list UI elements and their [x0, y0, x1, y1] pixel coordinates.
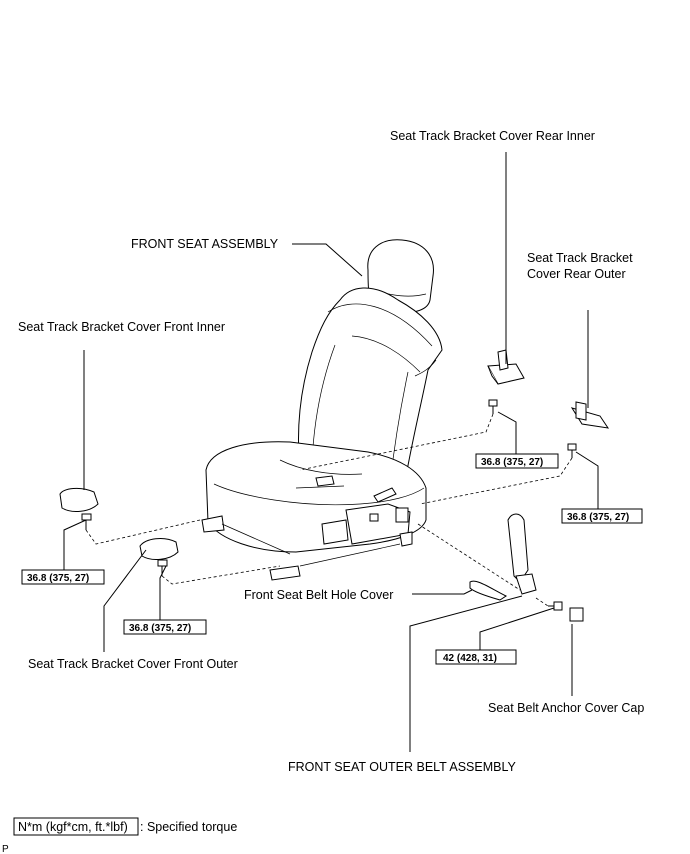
torque-box-rear-outer: 36.8 (375, 27) [561, 508, 643, 524]
svg-text:36.8 (375, 27): 36.8 (375, 27) [481, 457, 543, 468]
front-outer-cover-part [139, 538, 179, 560]
rear-outer-cover-part [570, 401, 610, 429]
belt-hole-cover-part [469, 580, 507, 601]
label-cover-rear-outer-line2: Cover Rear Outer [527, 267, 626, 281]
torque-legend: N*m (kgf*cm, ft.*lbf) : Specified torque [13, 817, 237, 836]
svg-text:42 (428, 31): 42 (428, 31) [443, 653, 497, 664]
label-cover-front-inner: Seat Track Bracket Cover Front Inner [18, 320, 225, 334]
legend-unit-box: N*m (kgf*cm, ft.*lbf) [18, 820, 128, 834]
front-inner-cover-part [59, 487, 99, 512]
label-cover-rear-outer-line1: Seat Track Bracket [527, 251, 633, 265]
bolt-rear-outer [567, 443, 577, 458]
label-outer-belt-assembly: FRONT SEAT OUTER BELT ASSEMBLY [288, 760, 517, 774]
torque-box-anchor: 42 (428, 31) [435, 649, 517, 665]
svg-text:36.8 (375, 27): 36.8 (375, 27) [27, 573, 89, 584]
outer-belt-illustration [469, 513, 537, 601]
front-seat-illustration [201, 239, 443, 581]
torque-box-rear-inner: 36.8 (375, 27) [475, 453, 559, 469]
label-belt-hole-cover: Front Seat Belt Hole Cover [244, 588, 393, 602]
svg-text:36.8 (375, 27): 36.8 (375, 27) [567, 512, 629, 523]
leader-lines [63, 152, 599, 752]
label-anchor-cover-cap: Seat Belt Anchor Cover Cap [488, 701, 644, 715]
rear-inner-cover-part [487, 349, 525, 385]
label-cover-rear-inner: Seat Track Bracket Cover Rear Inner [390, 129, 595, 143]
torque-box-front-outer: 36.8 (375, 27) [123, 619, 207, 635]
assembly-dashed-lines [85, 413, 573, 607]
legend-description: : Specified torque [140, 820, 237, 834]
anchor-cover-cap-part [569, 607, 584, 622]
bolt-anchor [548, 601, 563, 611]
label-cover-front-outer: Seat Track Bracket Cover Front Outer [28, 657, 238, 671]
torque-box-front-inner: 36.8 (375, 27) [21, 569, 105, 585]
bolt-rear-inner [488, 399, 498, 414]
label-front-seat-assembly: FRONT SEAT ASSEMBLY [131, 237, 279, 251]
bolt-front-inner [81, 513, 92, 530]
svg-text:36.8 (375, 27): 36.8 (375, 27) [129, 623, 191, 634]
corner-mark: P [2, 844, 9, 854]
